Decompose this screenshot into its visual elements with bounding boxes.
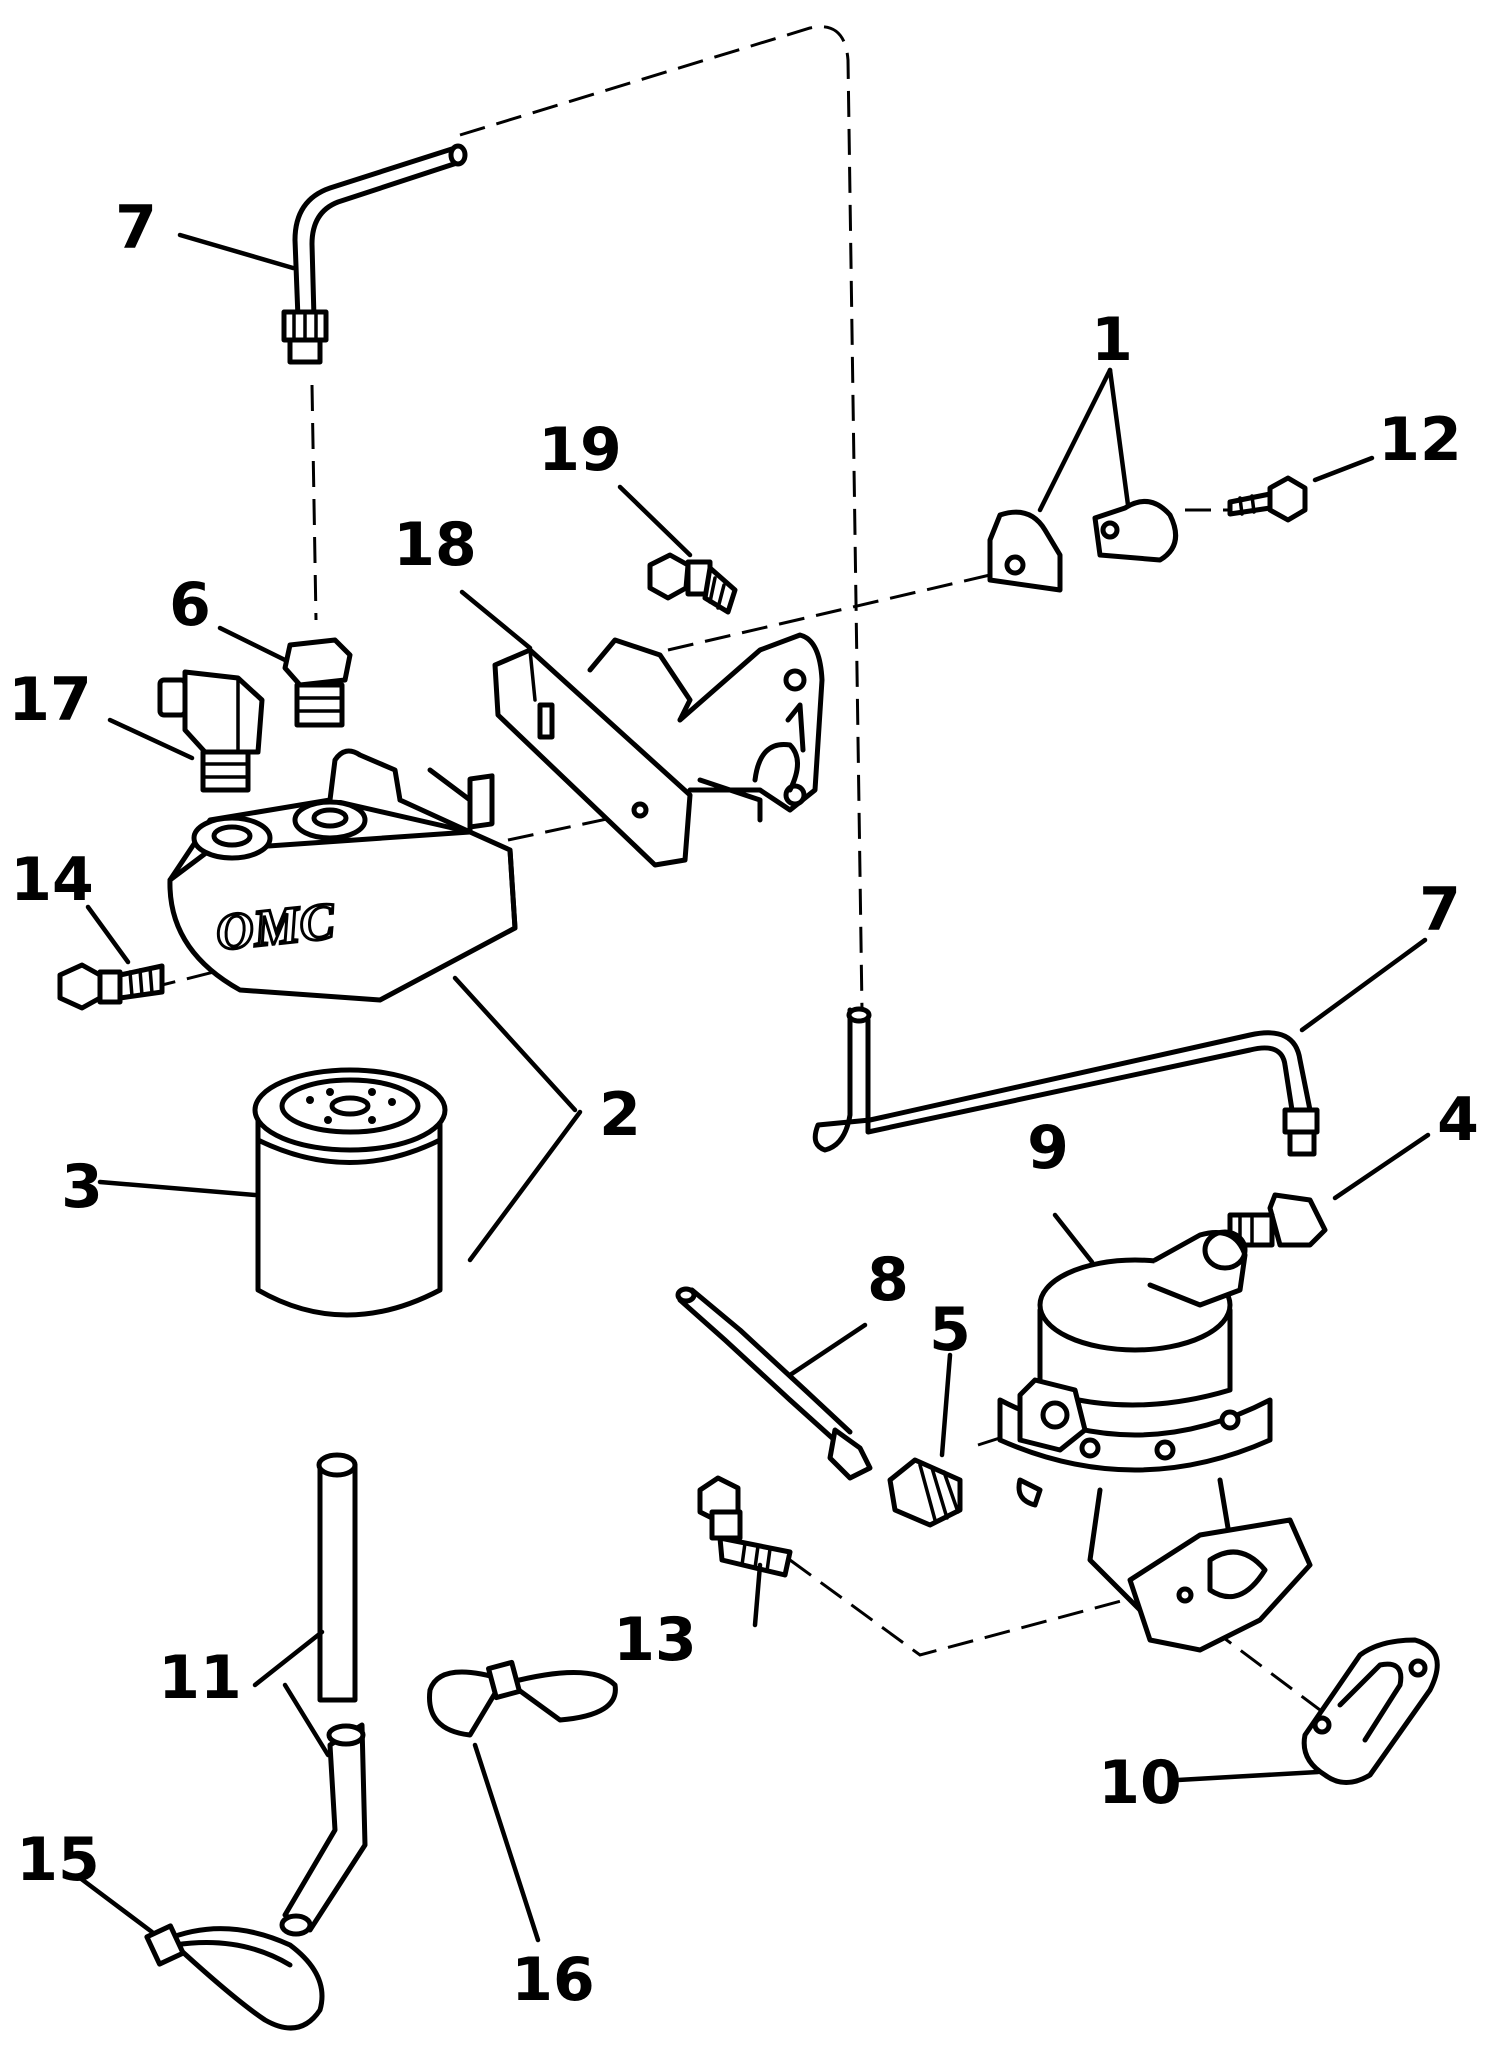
label-11: 11 bbox=[158, 1643, 242, 1713]
fuel-pump-9 bbox=[997, 1229, 1313, 1653]
fitting-4 bbox=[1227, 1192, 1328, 1248]
screw-12 bbox=[1227, 475, 1308, 523]
tie-strap-16 bbox=[427, 1659, 618, 1738]
fitting-6 bbox=[282, 637, 353, 728]
bolt-13 bbox=[697, 1475, 793, 1578]
label-6: 6 bbox=[169, 570, 211, 640]
mounting-bracket-18 bbox=[492, 632, 825, 868]
label-3: 3 bbox=[61, 1152, 103, 1222]
label-7-upper: 7 bbox=[115, 193, 157, 263]
fuel-filter-element bbox=[252, 1067, 448, 1318]
label-18: 18 bbox=[393, 510, 477, 580]
filter-head-bracket: OMC bbox=[167, 748, 518, 1003]
tie-strap-15 bbox=[144, 1923, 325, 2031]
leader-lines bbox=[77, 232, 1431, 1943]
hose-8 bbox=[675, 1286, 873, 1481]
clamps-1 bbox=[987, 498, 1179, 593]
fuel-line-upper bbox=[281, 143, 468, 365]
bolt-14 bbox=[57, 962, 165, 1011]
label-4: 4 bbox=[1437, 1085, 1479, 1155]
label-7-lower: 7 bbox=[1419, 875, 1461, 945]
label-2: 2 bbox=[599, 1080, 641, 1150]
fitting-5 bbox=[887, 1457, 963, 1528]
label-1: 1 bbox=[1091, 305, 1133, 375]
bolt-19 bbox=[647, 552, 738, 615]
label-8: 8 bbox=[867, 1245, 909, 1315]
label-15: 15 bbox=[16, 1825, 100, 1895]
fuel-line-lower bbox=[812, 1006, 1320, 1157]
label-10: 10 bbox=[1098, 1748, 1182, 1818]
label-13: 13 bbox=[613, 1605, 697, 1675]
label-17: 17 bbox=[8, 665, 92, 735]
part-labels: 7 1 12 19 18 6 17 14 2 3 7 4 9 8 5 13 11… bbox=[8, 193, 1479, 2015]
gasket-10 bbox=[1301, 1637, 1440, 1785]
dashed-assembly-lines bbox=[149, 25, 1321, 1712]
elbow-fitting-17 bbox=[157, 669, 265, 793]
casting-mark-text: OMC bbox=[213, 893, 338, 962]
label-16: 16 bbox=[511, 1945, 595, 2015]
label-19: 19 bbox=[538, 415, 622, 485]
label-5: 5 bbox=[929, 1295, 971, 1365]
label-12: 12 bbox=[1378, 405, 1462, 475]
hoses-11 bbox=[279, 1452, 368, 1937]
label-9: 9 bbox=[1027, 1113, 1069, 1183]
label-14: 14 bbox=[10, 845, 94, 915]
